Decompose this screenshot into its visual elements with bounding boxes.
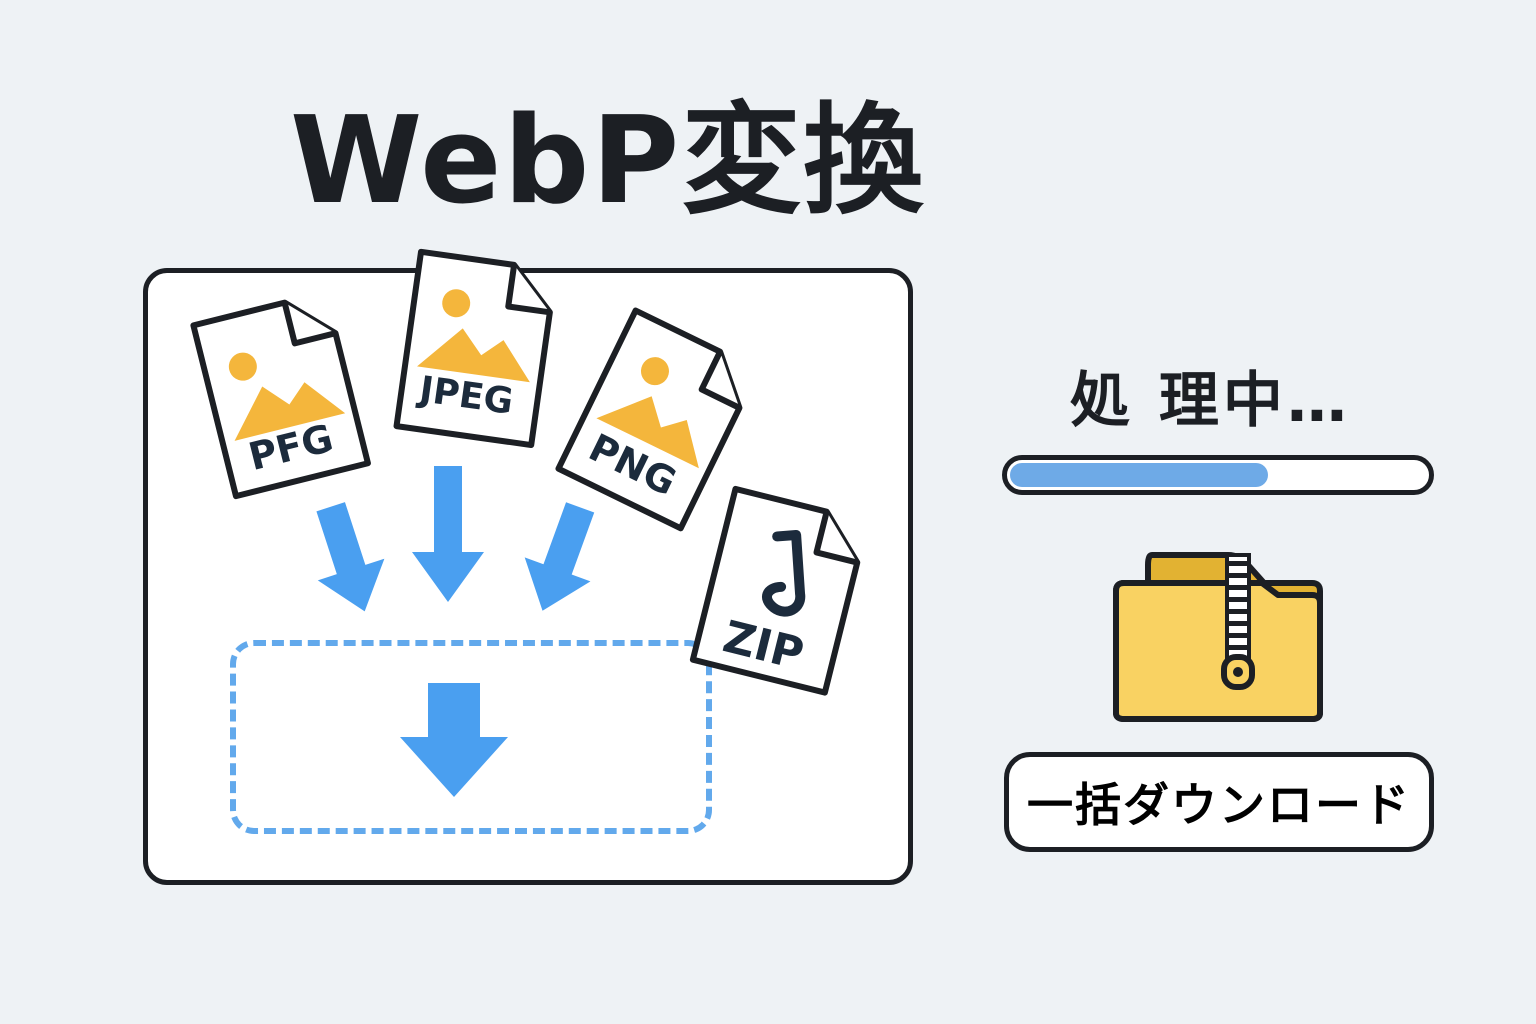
zip-file-icon <box>689 485 861 696</box>
page-title: WebP変換 <box>290 92 926 231</box>
image-file-icon <box>393 248 553 449</box>
zip-folder-icon <box>1113 552 1323 722</box>
progress-fill <box>1010 463 1268 487</box>
file-card-zip[interactable]: ZIP <box>682 483 873 700</box>
drop-target-area[interactable] <box>230 640 712 834</box>
file-card-pfg[interactable]: PFG <box>183 288 374 505</box>
progress-bar <box>1002 455 1434 495</box>
file-card-png[interactable]: PNG <box>547 303 763 536</box>
down-arrow-icon <box>316 502 385 612</box>
down-arrow-icon <box>400 683 508 797</box>
image-file-icon <box>190 299 371 500</box>
file-card-jpeg[interactable]: JPEG <box>386 246 560 451</box>
down-arrow-icon <box>412 466 484 602</box>
down-arrow-icon <box>524 502 595 611</box>
image-file-icon <box>555 307 743 532</box>
bulk-download-button[interactable]: 一括ダウンロード <box>1004 752 1434 852</box>
processing-status: 処 理中… <box>1070 366 1351 436</box>
